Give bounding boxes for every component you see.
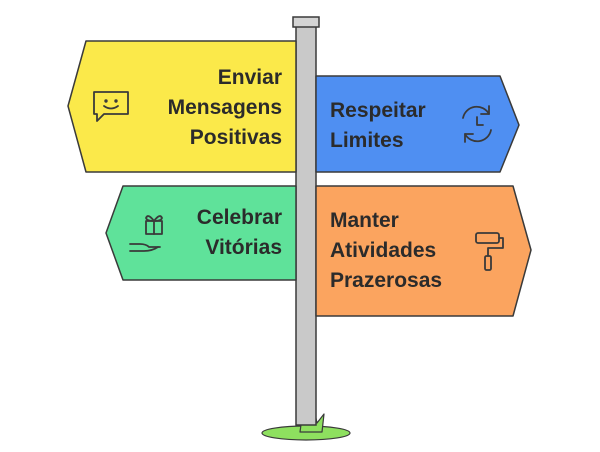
sign-label-line: Limites (330, 129, 404, 152)
paint-roller-icon (475, 232, 504, 271)
sign-label-line: Manter (330, 209, 399, 232)
sign-celebrar-vitorias: Celebrar Vitórias (105, 185, 297, 281)
sign-label-line: Mensagens (168, 96, 282, 119)
refresh-clock-icon (462, 105, 492, 143)
sign-label-line: Respeitar (330, 99, 426, 122)
sign-enviar-mensagens-positivas: Enviar Mensagens Positivas (67, 40, 297, 173)
signpost-pole (292, 16, 320, 426)
gift-hand-icon (129, 215, 163, 252)
chat-smile-icon (93, 91, 129, 122)
sign-manter-atividades-prazerosas: Manter Atividades Prazerosas (315, 185, 532, 317)
sign-label-line: Celebrar (197, 206, 282, 229)
sign-label-line: Atividades (330, 239, 436, 262)
sign-label-line: Prazerosas (330, 269, 442, 292)
sign-respeitar-limites: Respeitar Limites (315, 75, 520, 173)
sign-label-line: Enviar (218, 66, 282, 89)
sign-label-line: Vitórias (205, 236, 282, 259)
sign-label-line: Positivas (190, 126, 282, 149)
